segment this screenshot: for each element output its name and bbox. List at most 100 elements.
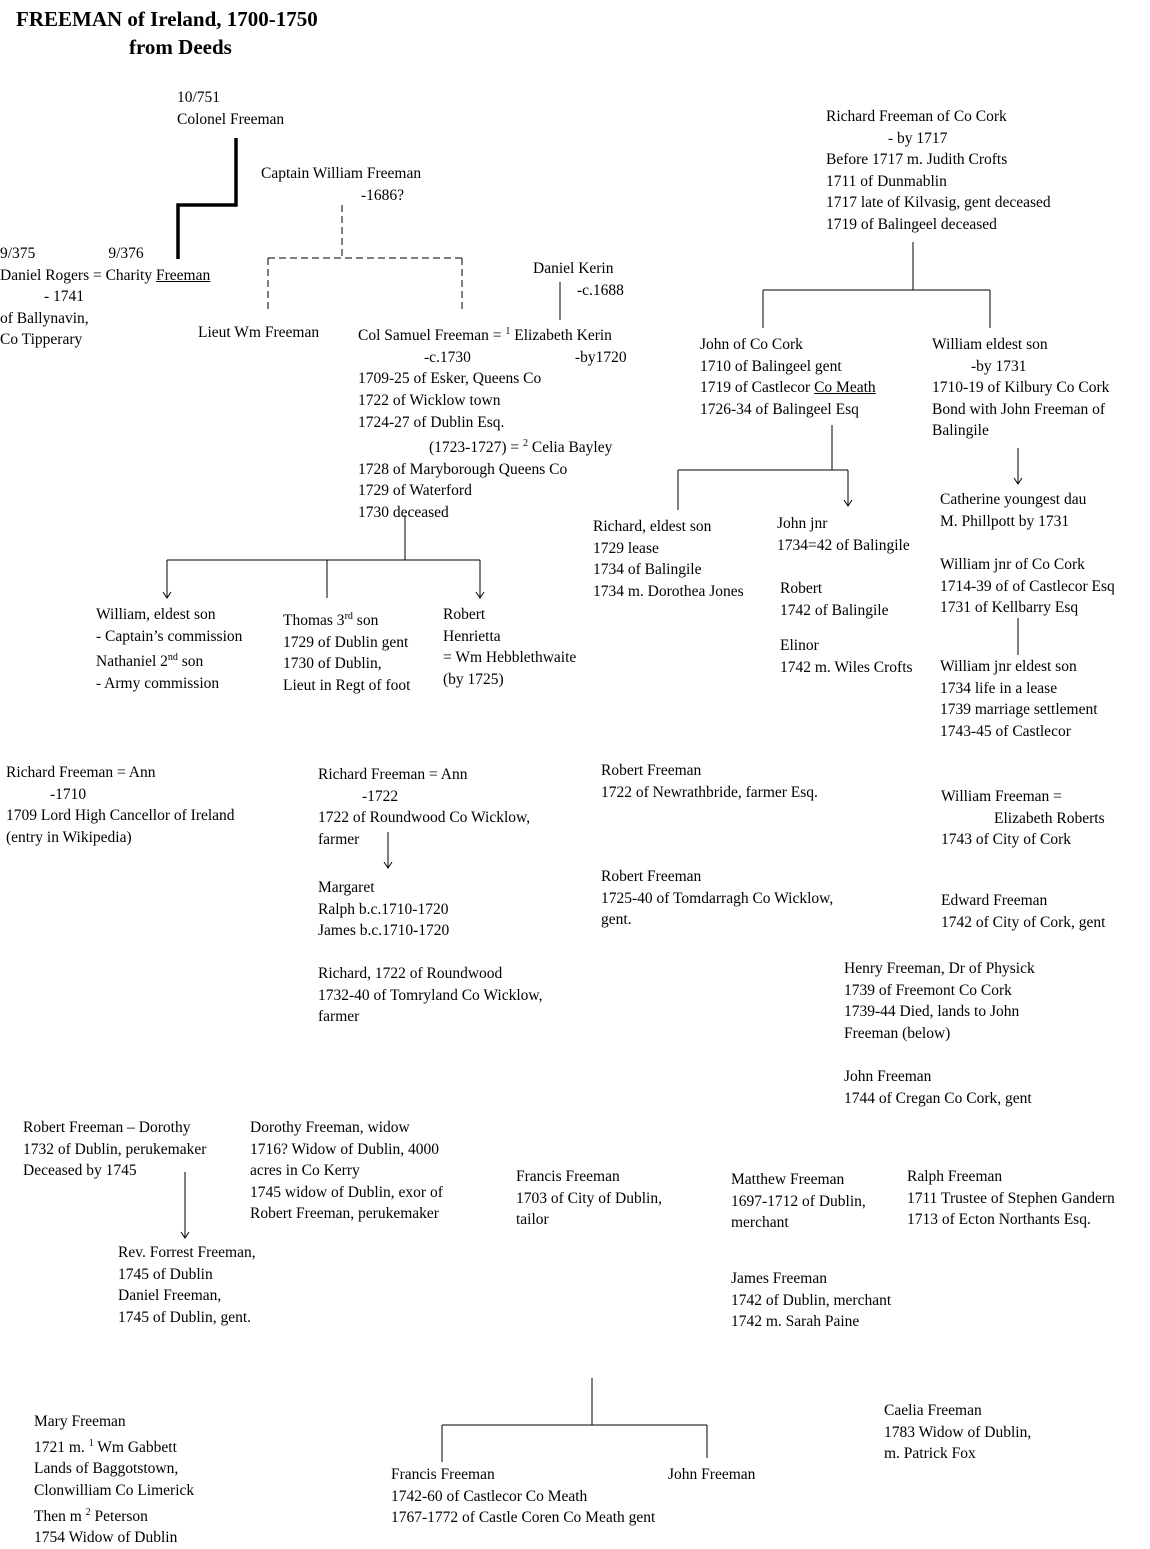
jc-l4: 1726-34 of Balingeel Esq xyxy=(700,400,859,418)
jc-l3-meath: Co Meath xyxy=(814,379,876,397)
page-subtitle: from Deeds xyxy=(129,35,232,59)
rogers-ref: 9/375 xyxy=(0,245,36,262)
samuel-dates: -c.1730 xyxy=(424,348,471,366)
robert-dorothy: Robert Freeman – Dorothy 1732 of Dublin,… xyxy=(23,1117,206,1182)
jl-l1: John Freeman xyxy=(668,1466,756,1483)
hf-l2: 1739 of Freemont Co Cork xyxy=(844,981,1012,999)
jfc-l1: John Freeman xyxy=(844,1068,932,1085)
rl-l1: Richard Freeman = Ann xyxy=(6,764,156,781)
thomas-freeman: Thomas 3rd son 1729 of Dublin gent 1730 … xyxy=(283,606,410,697)
william-eldest-son-cork: William eldest son -by 1731 1710-19 of K… xyxy=(932,334,1109,442)
thomas-sup: rd xyxy=(344,611,353,622)
rd-l3: Deceased by 1745 xyxy=(23,1162,137,1180)
thomas-l1: Thomas 3 xyxy=(283,612,345,630)
caelia-l1: Caelia Freeman xyxy=(884,1402,982,1419)
henry-freeman: Henry Freeman, Dr of Physick 1739 of Fre… xyxy=(844,958,1035,1044)
ed-l2: 1742 of City of Cork, gent xyxy=(941,913,1106,931)
jc-l3: 1719 of Castlecor xyxy=(700,379,815,397)
nathaniel-son: son xyxy=(177,653,204,671)
wj-l1: William jnr of Co Cork xyxy=(940,556,1085,573)
john-of-co-cork: John of Co Cork 1710 of Balingeel gent 1… xyxy=(700,334,876,420)
mary-sup2: 2 xyxy=(85,1506,91,1518)
rf-l3: 1713 of Ecton Northants Esq. xyxy=(907,1211,1091,1229)
jf-l3: 1742 m. Sarah Paine xyxy=(731,1313,860,1331)
thomas-son: son xyxy=(352,612,379,630)
fc-l3: 1767-1772 of Castle Coren Co Meath gent xyxy=(391,1509,656,1527)
samuel-sup1: 1 xyxy=(505,326,511,337)
dw-l2: 1716? Widow of Dublin, 4000 xyxy=(250,1140,439,1158)
caelia-l2: 1783 Widow of Dublin, xyxy=(884,1423,1032,1441)
rt-l3: gent. xyxy=(601,911,632,929)
caelia-l3: m. Patrick Fox xyxy=(884,1445,976,1463)
celia-bayley: Celia Bayley xyxy=(527,439,613,457)
rc-l5: 1717 late of Kilvasig, gent deceased xyxy=(826,194,1051,212)
john-jnr: John jnr 1734=42 of Balingile xyxy=(777,513,910,556)
charity-ref: 9/376 xyxy=(108,245,144,262)
ed-l1: Edward Freeman xyxy=(941,892,1048,909)
rc-l1: Richard Freeman of Co Cork xyxy=(826,108,1007,125)
hf-l3: 1739-44 Died, lands to John xyxy=(844,1003,1020,1021)
mary-l2: 1721 m. xyxy=(34,1438,89,1456)
rn-l2: 1722 of Newrathbride, farmer Esq. xyxy=(601,783,818,801)
colonel-charity-line xyxy=(176,138,238,259)
dw-l1: Dorothy Freeman, widow xyxy=(250,1119,410,1136)
fd-l1: Rev. Forrest Freeman, xyxy=(118,1244,256,1261)
elinor: Elinor 1742 m. Wiles Crofts xyxy=(780,635,913,678)
rogers-marriage: Daniel Rogers = Charity xyxy=(0,266,156,284)
mf-l2: 1697-1712 of Dublin, xyxy=(731,1192,866,1210)
re-l4: 1734 m. Dorothea Jones xyxy=(593,582,744,600)
richard-1722-roundwood: Richard, 1722 of Roundwood 1732-40 of To… xyxy=(318,963,542,1028)
rf-l1: Ralph Freeman xyxy=(907,1168,1003,1185)
william-son-l4: - Army commission xyxy=(96,674,220,692)
mary-l3: Lands of Baggotstown, xyxy=(34,1460,179,1478)
mary-sup1: 1 xyxy=(88,1437,94,1449)
robert-henrietta: Robert Henrietta = Wm Hebblethwaite (by … xyxy=(443,604,576,690)
wje-l4: 1743-45 of Castlecor xyxy=(940,722,1071,740)
william-jnr-eldest-son: William jnr eldest son 1734 life in a le… xyxy=(940,656,1098,742)
col-samuel-freeman: Col Samuel Freeman = 1 Elizabeth Kerin -… xyxy=(358,321,627,524)
jf-l1: James Freeman xyxy=(731,1270,827,1287)
jj-l1: John jnr xyxy=(777,515,828,532)
catherine: Catherine youngest dau M. Phillpott by 1… xyxy=(940,489,1086,532)
wer-l3: 1743 of City of Cork xyxy=(941,831,1072,849)
we-l5: Balingile xyxy=(932,422,989,440)
rl-l3: 1709 Lord High Cancellor of Ireland xyxy=(6,807,235,825)
rc-l2: - by 1717 xyxy=(888,129,948,147)
samuel-sup2: 2 xyxy=(522,438,528,450)
wj-l3: 1731 of Kellbarry Esq xyxy=(940,599,1079,617)
wje-l2: 1734 life in a lease xyxy=(940,679,1058,697)
samuel-l6: 1729 of Waterford xyxy=(358,482,472,500)
robert-balingile: Robert 1742 of Balingile xyxy=(780,578,889,621)
forrest-daniel-freeman: Rev. Forrest Freeman, 1745 of Dublin Dan… xyxy=(118,1242,256,1328)
ralph-freeman: Ralph Freeman 1711 Trustee of Stephen Ga… xyxy=(907,1166,1115,1231)
we-l4: Bond with John Freeman of xyxy=(932,400,1106,418)
ft-l2: 1703 of City of Dublin, xyxy=(516,1189,662,1207)
richard-freeman-cork: Richard Freeman of Co Cork - by 1717 Bef… xyxy=(826,106,1051,236)
descent-tips xyxy=(162,477,1023,1239)
mary-gabbett: Wm Gabbett xyxy=(93,1438,177,1456)
jfc-l2: 1744 of Cregan Co Cork, gent xyxy=(844,1089,1032,1107)
richard-eldest-son: Richard, eldest son 1729 lease 1734 of B… xyxy=(593,516,744,602)
r22-l1: Richard, 1722 of Roundwood xyxy=(318,965,503,982)
thomas-l2: 1729 of Dublin gent xyxy=(283,633,409,651)
jf-l2: 1742 of Dublin, merchant xyxy=(731,1291,892,1309)
rn-l1: Robert Freeman xyxy=(601,762,702,779)
rr-l1: Richard Freeman = Ann xyxy=(318,766,468,783)
rb-l2: 1742 of Balingile xyxy=(780,601,889,619)
capt-william-name: Captain William Freeman xyxy=(261,165,422,182)
mary-l1: Mary Freeman xyxy=(34,1413,126,1430)
mary-l5: Then m xyxy=(34,1507,86,1525)
rc-l6: 1719 of Balingeel deceased xyxy=(826,215,997,233)
fd-l2: 1745 of Dublin xyxy=(118,1265,213,1283)
colonel-freeman: 10/751 Colonel Freeman xyxy=(177,87,284,130)
robert-newrathbride: Robert Freeman 1722 of Newrathbride, far… xyxy=(601,760,818,803)
john-freeman-last: John Freeman xyxy=(668,1464,755,1486)
el-l2: 1742 m. Wiles Crofts xyxy=(780,658,913,676)
richard-roundwood: Richard Freeman = Ann -1722 1722 of Roun… xyxy=(318,764,530,850)
fc-l2: 1742-60 of Castlecor Co Meath xyxy=(391,1487,588,1505)
mf-l1: Matthew Freeman xyxy=(731,1171,845,1188)
edward-freeman: Edward Freeman 1742 of City of Cork, gen… xyxy=(941,890,1105,933)
rt-l2: 1725-40 of Tomdarragh Co Wicklow, xyxy=(601,889,834,907)
thomas-l3: 1730 of Dublin, xyxy=(283,655,382,673)
